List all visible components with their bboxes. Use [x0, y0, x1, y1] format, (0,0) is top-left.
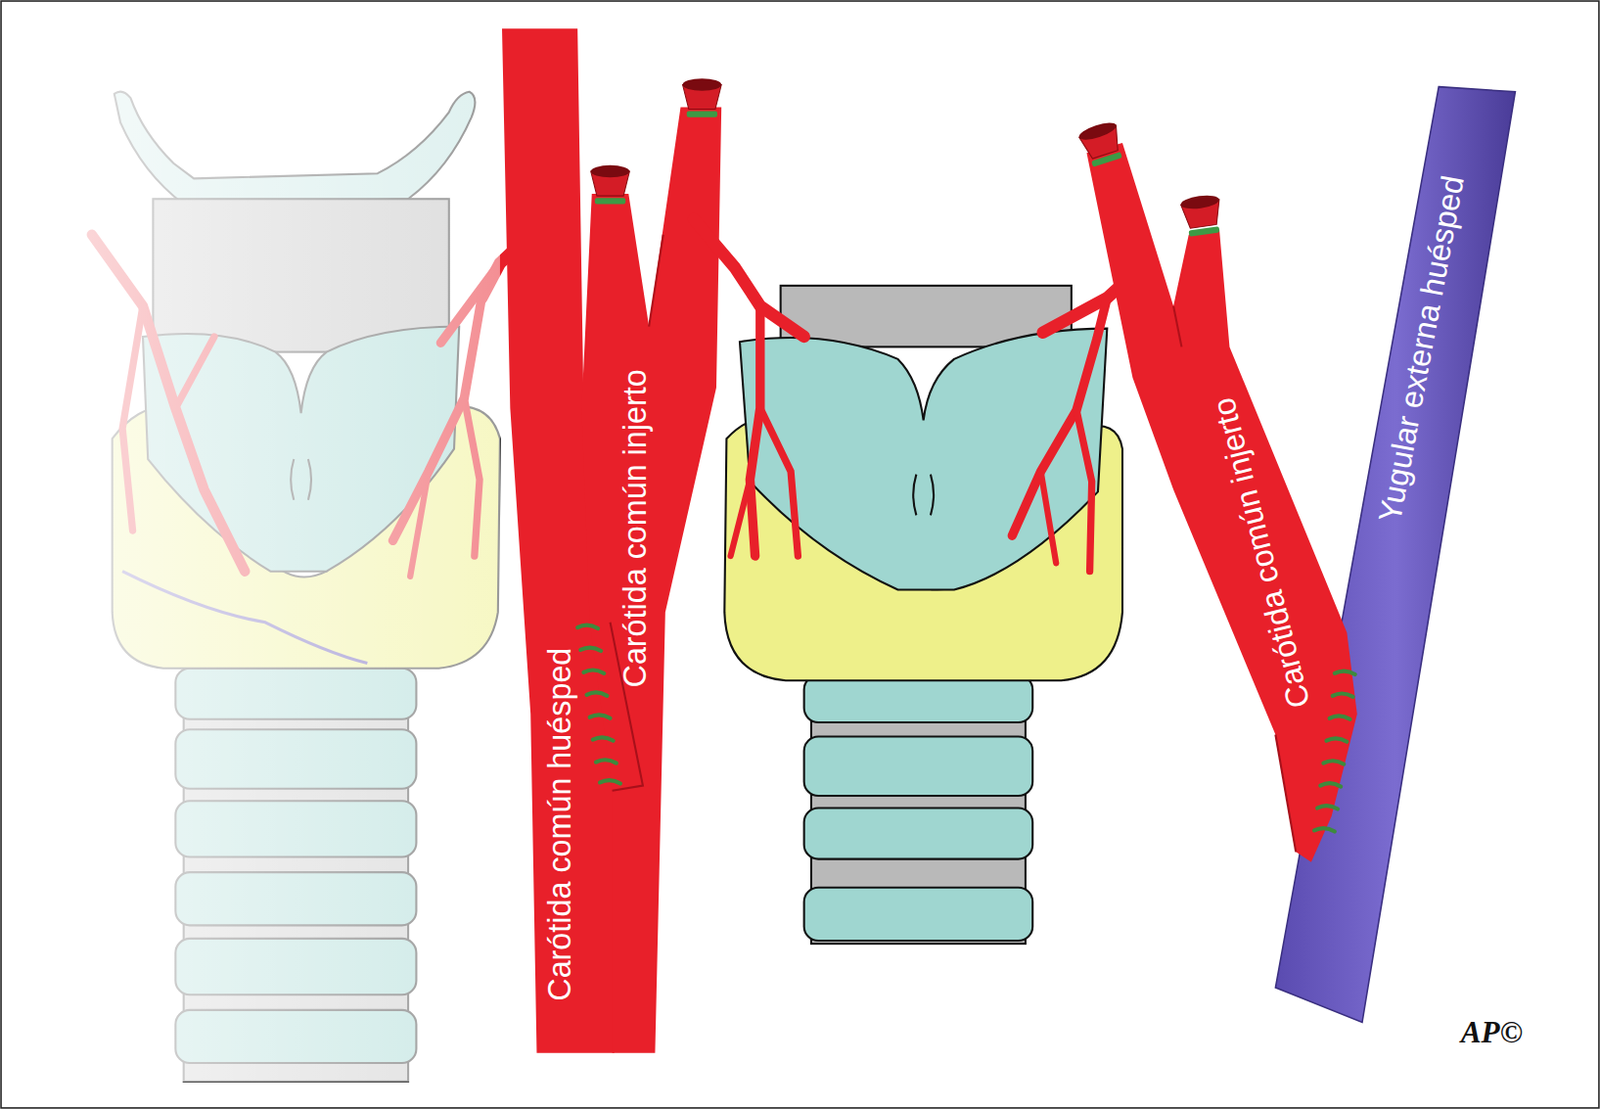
right-vessels	[1077, 87, 1516, 1023]
vessel-label: Carótida común huésped	[544, 647, 576, 1002]
vessel-label: Carótida común injerto	[618, 368, 650, 687]
left-carotids	[502, 28, 722, 1052]
signature: AP©	[1461, 1016, 1523, 1048]
right-larynx	[693, 219, 1142, 944]
